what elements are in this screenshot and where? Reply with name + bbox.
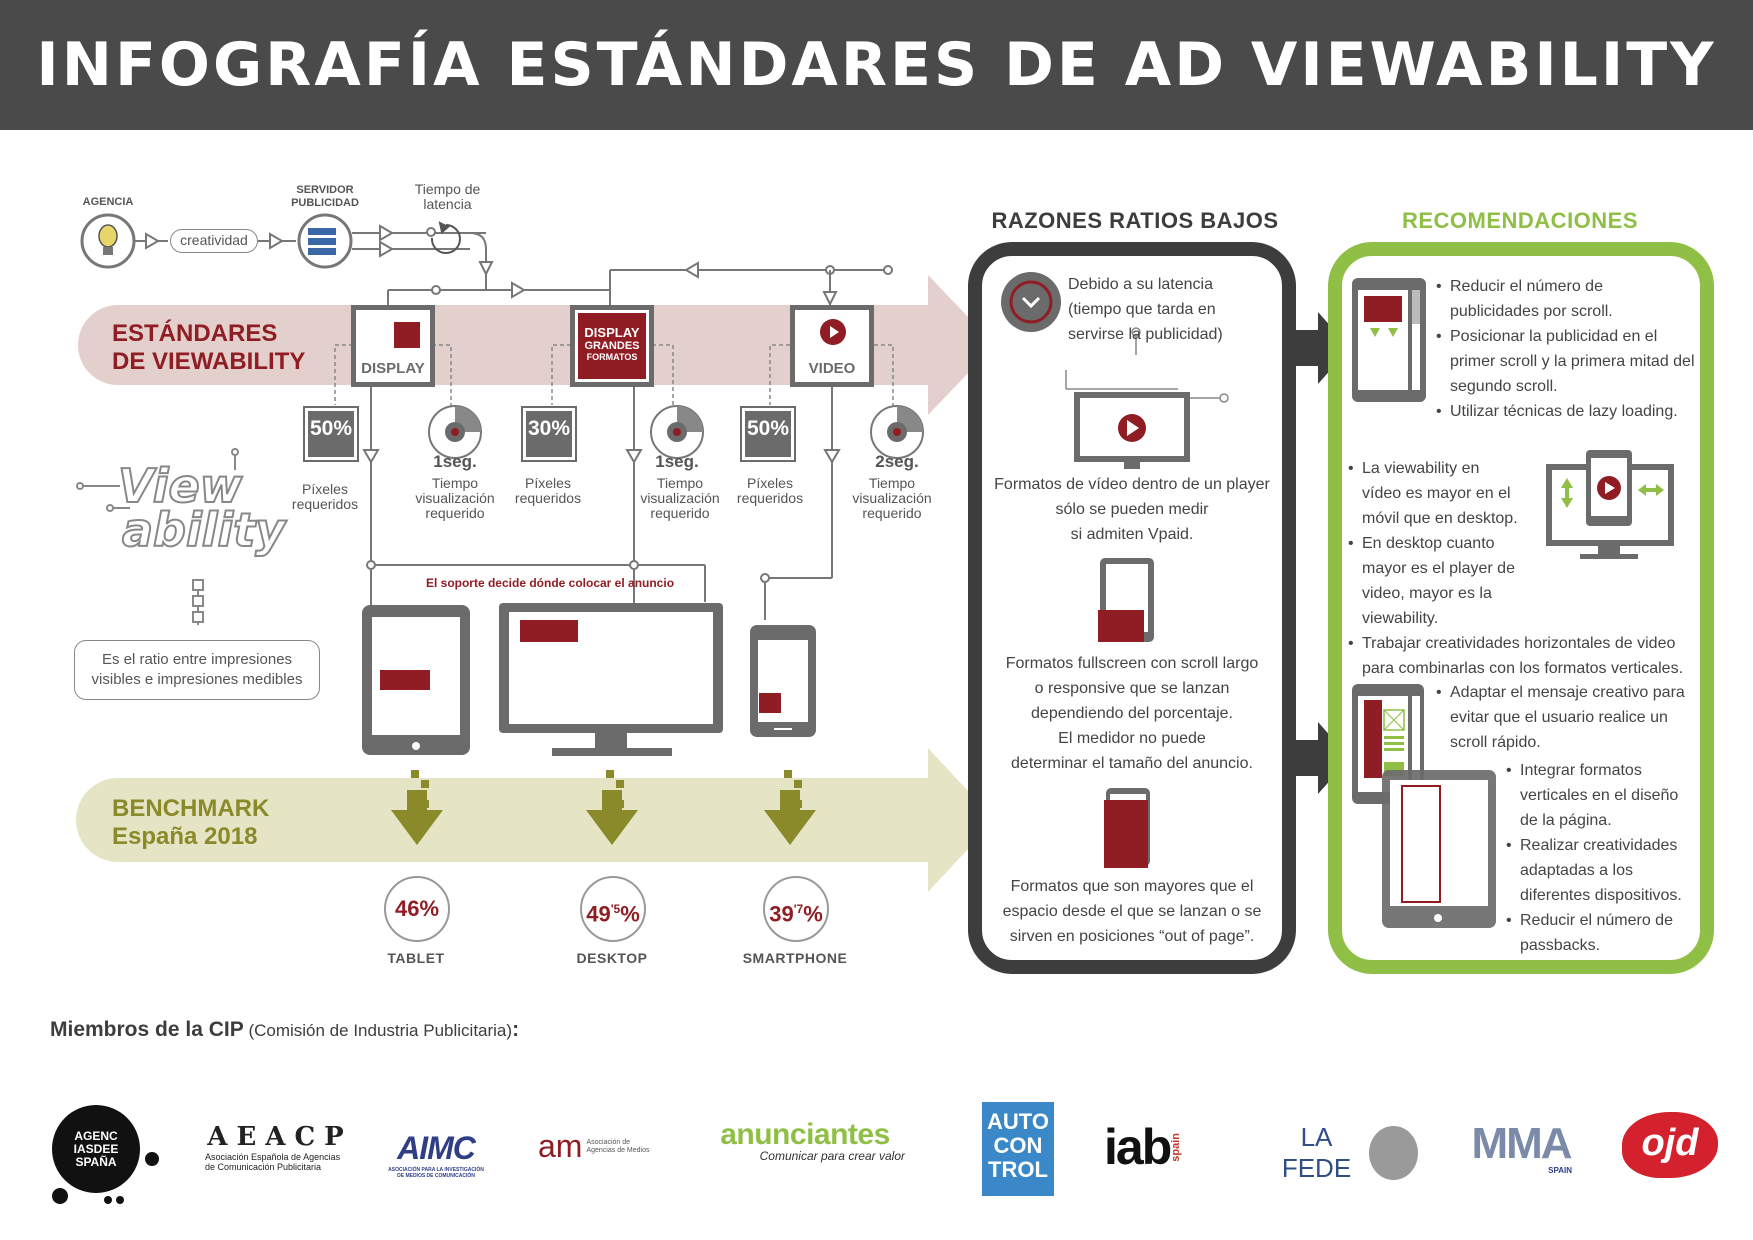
- time-dials: [428, 405, 924, 459]
- anunciantes-logo: anunciantes Comunicar para crear valor: [720, 1118, 905, 1163]
- rec-item: La viewability en vídeo es mayor en el m…: [1348, 456, 1522, 531]
- recomendaciones-group-3a: Adaptar el mensaje creativo para evitar …: [1436, 680, 1698, 755]
- iab-logo: iab spain: [1104, 1119, 1183, 1175]
- responsive-devices-icon: [1352, 684, 1496, 928]
- soporte-note: El soporte decide dónde colocar el anunc…: [425, 576, 675, 590]
- rec-item: Utilizar técnicas de lazy loading.: [1436, 399, 1696, 424]
- header-bar: [0, 0, 1753, 130]
- format-video-label: VIDEO: [808, 360, 856, 377]
- desktop-label: DESKTOP: [576, 950, 648, 966]
- recomendaciones-group-3b: Integrar formatos verticales en el diseñ…: [1506, 758, 1690, 958]
- agencia-label: AGENCIA: [82, 196, 134, 208]
- scroll-phone-icon: [1352, 278, 1426, 402]
- fullscreen-phone-icon: [1098, 558, 1154, 642]
- format-display-box: DISPLAY: [351, 305, 435, 387]
- members-heading: Miembros de la CIP (Comisión de Industri…: [50, 1018, 520, 1041]
- latency-icon: [430, 221, 461, 254]
- agencias-de-ee-logo: AGENC IASDEE SPAÑA: [52, 1105, 140, 1193]
- recomendaciones-icons: [1352, 278, 1674, 928]
- benchmark-arrows: [391, 770, 816, 845]
- arrow-to-recs-bottom: [1288, 722, 1350, 794]
- la-fede-logo: LA FEDE: [1268, 1122, 1418, 1184]
- rec-item: En desktop cuanto mayor es el player de …: [1348, 531, 1696, 631]
- creatividad-pill: creatividad: [170, 229, 258, 253]
- tablet-device: [362, 605, 470, 755]
- mma-logo: MMA SPAIN: [1471, 1119, 1572, 1176]
- rec-item: Integrar formatos verticales en el diseñ…: [1506, 758, 1690, 833]
- tablet-benchmark-value: 46%: [384, 876, 450, 942]
- smartphone-label: SMARTPHONE: [742, 950, 848, 966]
- logo-dot: [116, 1196, 124, 1204]
- video-devices-icon: [1546, 450, 1674, 559]
- pixels-video-badge: 50%: [740, 406, 796, 462]
- recomendaciones-group-2: La viewability en vídeo es mayor en el m…: [1348, 456, 1696, 681]
- large-display-ad: DISPLAY GRANDES FORMATOS: [578, 313, 646, 379]
- latency-clock-icon: [1001, 272, 1061, 332]
- rec-item: Posicionar la publicidad en el primer sc…: [1436, 324, 1696, 399]
- rec-item: Realizar creatividades adaptadas a los d…: [1506, 833, 1690, 908]
- oversized-ad-icon: [1104, 788, 1150, 868]
- standards-band: [78, 275, 995, 415]
- razon-latencia: Debido a su latencia(tiempo que tarda en…: [1068, 276, 1223, 343]
- viewability-logo: View ability: [117, 459, 286, 557]
- page-title: INFOGRAFÍA ESTÁNDARES DE AD VIEWABILITY …: [36, 30, 1717, 230]
- logo-dot: [145, 1152, 159, 1166]
- aeacp-logo: AEACP Asociación Española de Agencias de…: [205, 1122, 353, 1172]
- benchmark-band: [76, 748, 995, 892]
- ojd-logo: ojd: [1622, 1112, 1718, 1178]
- server-icon: [297, 213, 353, 269]
- logo-dot: [52, 1188, 68, 1204]
- format-display-label: DISPLAY: [361, 360, 425, 377]
- time-display-label: 1seg.: [433, 452, 477, 471]
- rec-item: Reducir el número de passbacks.: [1506, 908, 1690, 958]
- rec-item: Reducir el número de publicidades por sc…: [1436, 274, 1696, 324]
- pixels-display-badge: 50%: [303, 406, 359, 462]
- time-video-label: 2seg.: [875, 452, 919, 471]
- play-icon: [820, 319, 846, 345]
- smartphone-device: [750, 625, 816, 737]
- format-large-display-box: DISPLAY GRANDES FORMATOS: [570, 305, 654, 387]
- desktop-device: [499, 603, 723, 756]
- video-monitor-icon: [1065, 327, 1229, 469]
- razones-title: RAZONES RATIOS BAJOS: [991, 208, 1279, 233]
- aimc-logo: AIMC ASOCIACIÓN PARA LA INVESTIGACIÓN DE…: [388, 1130, 484, 1179]
- tablet-label: TABLET: [387, 950, 445, 966]
- rec-item: Trabajar creatividades horizontales de v…: [1348, 631, 1696, 681]
- smartphone-benchmark-value: 39'7%: [763, 876, 829, 942]
- pixels-large-badge: 30%: [521, 406, 577, 462]
- rec-item: Adaptar el mensaje creativo para evitar …: [1436, 680, 1698, 755]
- display-ad-square: [394, 322, 420, 348]
- format-video-box: VIDEO: [790, 305, 874, 387]
- time-large-label: 1seg.: [655, 452, 699, 471]
- arrow-to-recs-top: [1288, 312, 1350, 384]
- razones-icons: [1001, 272, 1229, 868]
- logo-dot: [104, 1196, 112, 1204]
- recomendaciones-group-1: Reducir el número de publicidades por sc…: [1436, 274, 1696, 424]
- desktop-benchmark-value: 49'5%: [580, 876, 646, 942]
- recomendaciones-title: RECOMENDACIONES: [1401, 208, 1639, 233]
- lightbulb-icon: [80, 213, 136, 269]
- circuit-decoration: [76, 448, 239, 625]
